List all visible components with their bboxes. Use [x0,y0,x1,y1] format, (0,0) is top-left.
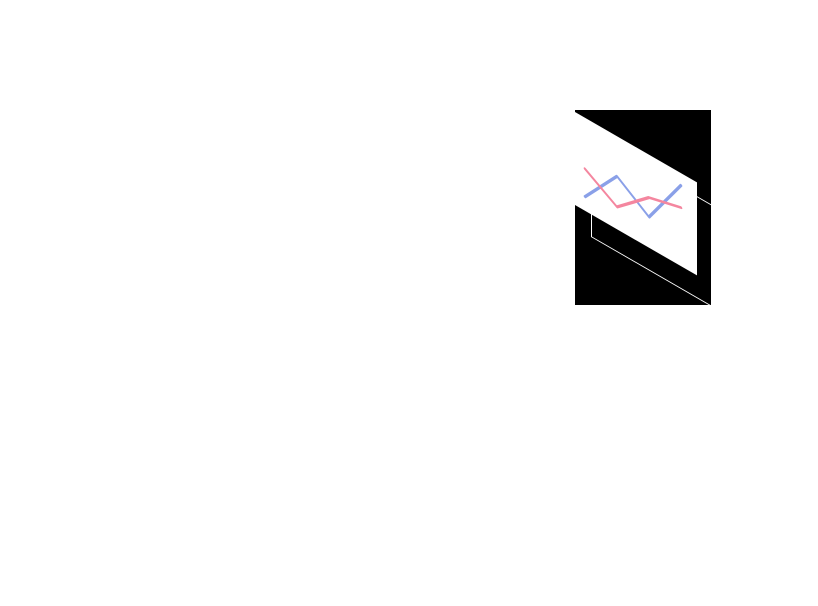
pink-line-series [583,167,683,210]
decorative-chart-graphic [575,110,711,305]
sparkline-chart [583,167,683,219]
chart-card [575,112,697,276]
